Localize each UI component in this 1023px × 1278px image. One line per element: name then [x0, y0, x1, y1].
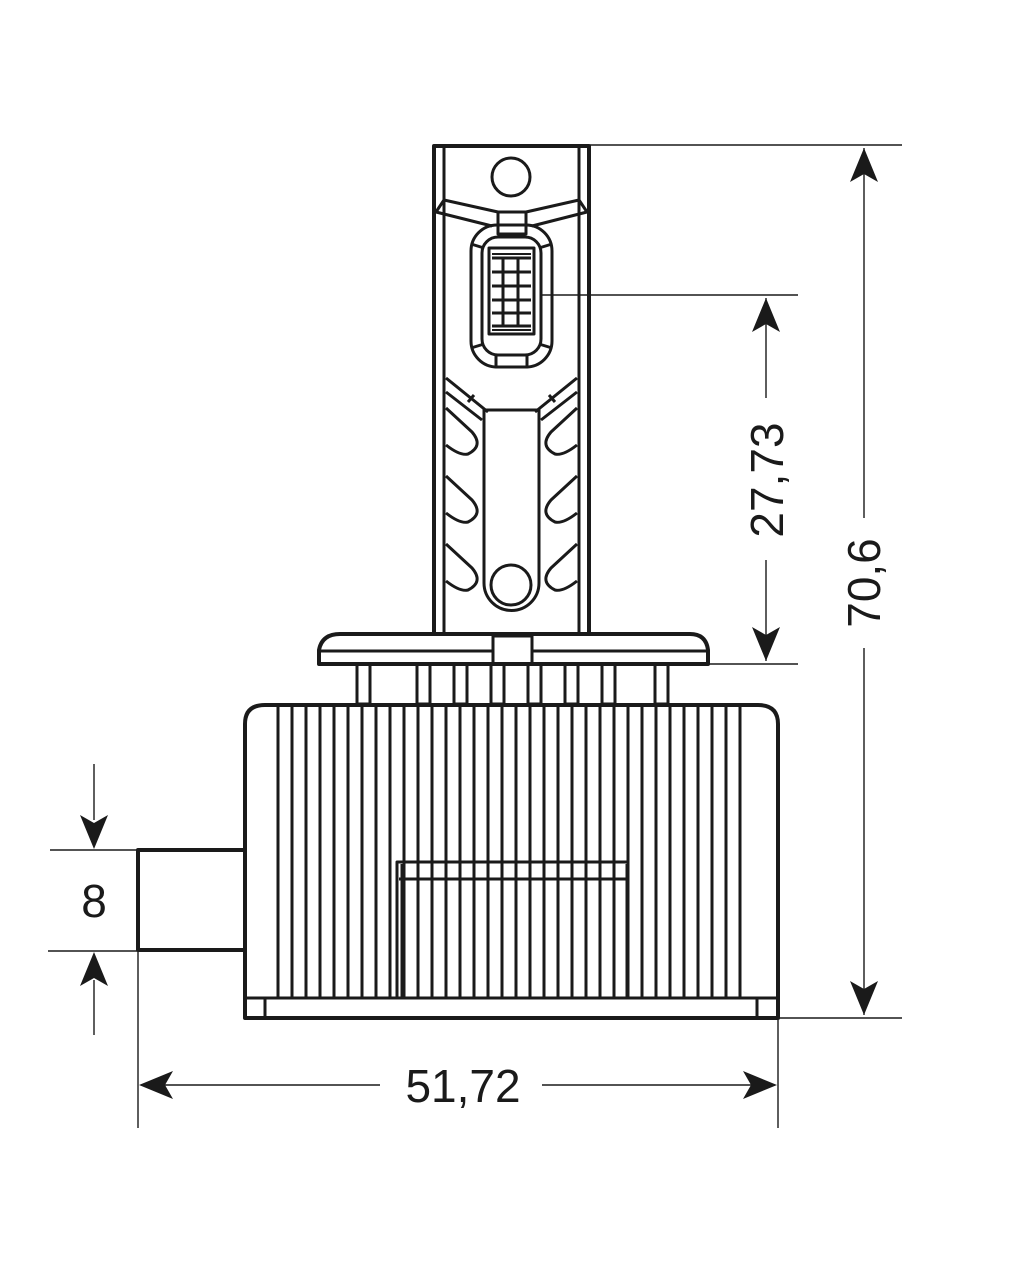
- dim-label-led-to-flange: 27,73: [741, 422, 793, 537]
- dim-connector-height: 8: [48, 764, 138, 1035]
- dim-label-overall-height: 70,6: [838, 538, 890, 628]
- top-mount-hole-icon: [490, 156, 532, 198]
- dim-label-connector-height: 8: [81, 875, 107, 927]
- dim-led-to-flange: 27,73: [540, 294, 798, 665]
- stem-heat-slots: [444, 406, 579, 592]
- dim-base-width: 51,72: [137, 952, 779, 1128]
- side-connector: [136, 848, 245, 952]
- finned-heatsink-base: [243, 703, 780, 1020]
- flange: [317, 632, 710, 666]
- led-chip-array: [487, 246, 536, 336]
- dim-label-base-width: 51,72: [405, 1060, 520, 1112]
- dim-overall-height: 70,6: [590, 144, 902, 1019]
- bottom-mount-hole-icon: [489, 563, 533, 607]
- flange-pins: [355, 662, 670, 706]
- led-stem: [432, 144, 591, 636]
